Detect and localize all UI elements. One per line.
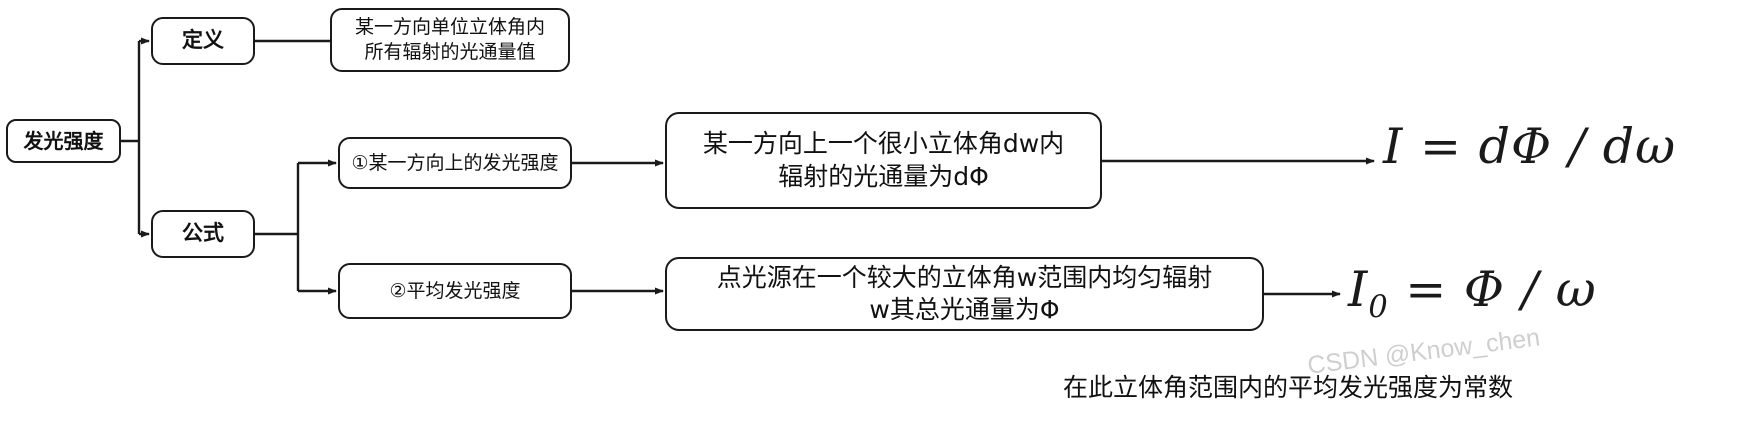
node-definition-branch-label: 定义 — [182, 28, 224, 53]
definition-description-line1: 某一方向单位立体角内 — [354, 16, 545, 39]
formula-2-equals: = — [1405, 261, 1448, 318]
case-directional-intensity-label: ①某一方向上的发光强度 — [351, 151, 559, 174]
case-average-intensity-label: ②平均发光强度 — [389, 279, 521, 302]
node-formula-branch[interactable]: 公式 — [151, 210, 255, 258]
node-root[interactable]: 发光强度 — [6, 119, 121, 163]
detail-average-line1: 点光源在一个较大的立体角w范围内均匀辐射 — [716, 262, 1213, 292]
node-definition-branch[interactable]: 定义 — [151, 17, 255, 65]
node-detail-directional[interactable]: 某一方向上一个很小立体角dw内 辐射的光通量为dΦ — [665, 112, 1102, 209]
formula-1-lhs: I — [1383, 118, 1404, 175]
formula-average-intensity: I0 = Φ / ω — [1348, 261, 1597, 325]
formula-2-rhs: Φ / ω — [1463, 261, 1597, 318]
formula-1-rhs: dΦ / dω — [1478, 118, 1677, 175]
node-detail-average[interactable]: 点光源在一个较大的立体角w范围内均匀辐射 w其总光通量为Φ — [665, 257, 1264, 331]
node-case-average-intensity[interactable]: ②平均发光强度 — [338, 263, 572, 319]
footer-caption: 在此立体角范围内的平均发光强度为常数 — [1063, 373, 1514, 402]
detail-average-line2: w其总光通量为Φ — [869, 295, 1060, 324]
definition-description-line2: 所有辐射的光通量值 — [364, 41, 536, 63]
formula-luminous-intensity: I = dΦ / dω — [1383, 118, 1676, 175]
formula-2-subscript: 0 — [1368, 289, 1389, 325]
formula-1-equals: = — [1419, 118, 1462, 175]
node-root-label: 发光强度 — [23, 129, 104, 153]
node-formula-branch-label: 公式 — [182, 221, 224, 246]
detail-directional-line2: 辐射的光通量为dΦ — [778, 161, 989, 191]
node-definition-description[interactable]: 某一方向单位立体角内 所有辐射的光通量值 — [330, 8, 570, 72]
detail-directional-line1: 某一方向上一个很小立体角dw内 — [702, 129, 1065, 158]
formula-2-lhs: I — [1348, 261, 1369, 318]
node-case-directional-intensity[interactable]: ①某一方向上的发光强度 — [338, 137, 572, 189]
